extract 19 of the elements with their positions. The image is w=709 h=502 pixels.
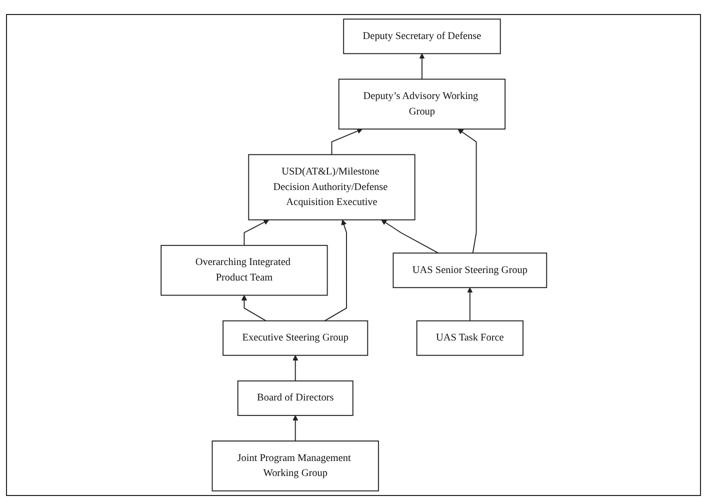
node-box: Overarching Integrated Product Team bbox=[160, 244, 328, 296]
node-box: Executive Steering Group bbox=[222, 320, 368, 356]
arrow bbox=[243, 220, 269, 246]
node-box: Deputy’s Advisory Working Group bbox=[338, 78, 506, 130]
node-box: USD(AT&L)/Milestone Decision Authority/Defense Acquisition Executive bbox=[248, 154, 415, 220]
arrow bbox=[380, 220, 438, 254]
node-box: Deputy Secretary of Defense bbox=[342, 18, 500, 54]
arrow bbox=[324, 220, 347, 322]
node-box: UAS Senior Steering Group bbox=[392, 252, 547, 288]
arrow bbox=[241, 295, 266, 322]
node-box: Joint Program Management Working Group bbox=[211, 440, 379, 492]
node-box: Board of Directors bbox=[236, 380, 353, 416]
arrow bbox=[466, 287, 472, 322]
arrow bbox=[418, 53, 424, 80]
node-box: UAS Task Force bbox=[416, 320, 524, 356]
arrow bbox=[292, 355, 298, 382]
arrow bbox=[330, 128, 362, 156]
arrow bbox=[292, 415, 298, 442]
arrow bbox=[457, 128, 476, 254]
